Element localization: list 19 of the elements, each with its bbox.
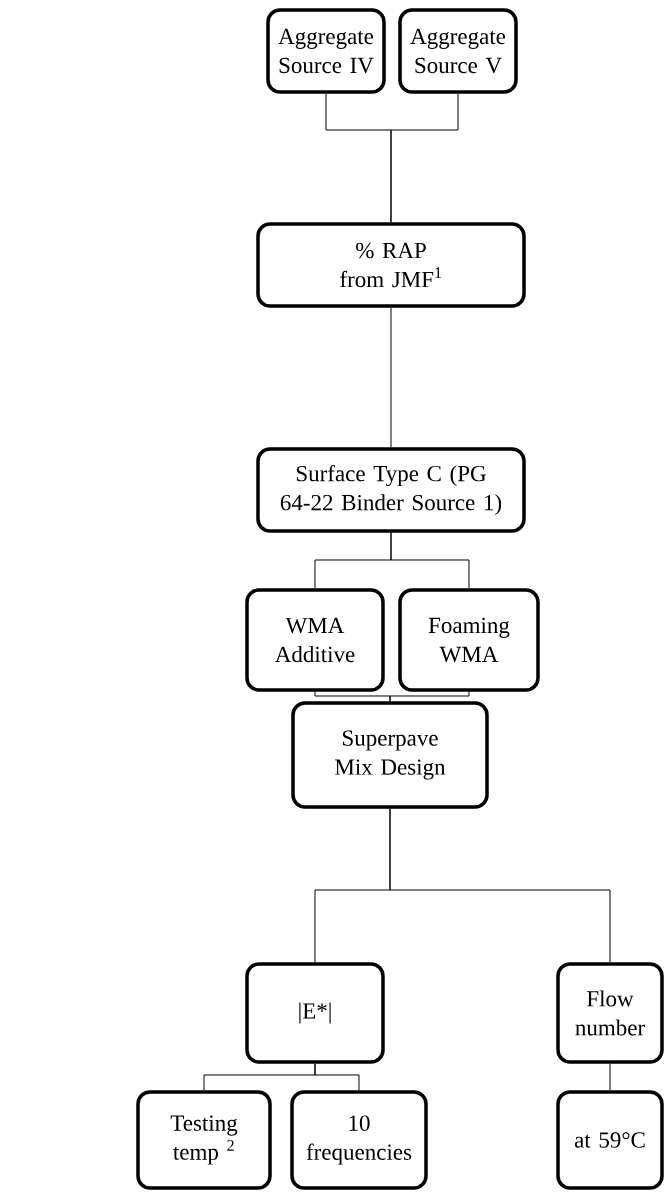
process-box: Aggregate Source IV xyxy=(266,8,386,94)
connector-line xyxy=(390,307,392,448)
process-box: WMA Additive xyxy=(245,588,385,692)
process-box: at 59°C xyxy=(556,1090,664,1190)
process-box: Testing temp $^{2}$ xyxy=(136,1090,272,1190)
process-box: % RAP from JMF$^{1}$ xyxy=(256,222,526,308)
connector-line xyxy=(389,691,470,702)
connector-line xyxy=(390,93,459,223)
connector-line xyxy=(609,1063,611,1091)
process-box: Flow number xyxy=(556,962,664,1064)
connector-line xyxy=(314,1063,360,1091)
process-box: Foaming WMA xyxy=(398,588,540,692)
process-box: 10 frequencies xyxy=(290,1090,428,1190)
process-box: |E*| xyxy=(245,962,385,1064)
connector-line xyxy=(389,808,611,963)
connector-line xyxy=(390,532,470,589)
process-box: Superpave Mix Design xyxy=(291,701,489,809)
process-box: Surface Type C (PG 64-22 Binder Source 1) xyxy=(256,447,526,533)
process-box: Aggregate Source V xyxy=(398,8,518,94)
